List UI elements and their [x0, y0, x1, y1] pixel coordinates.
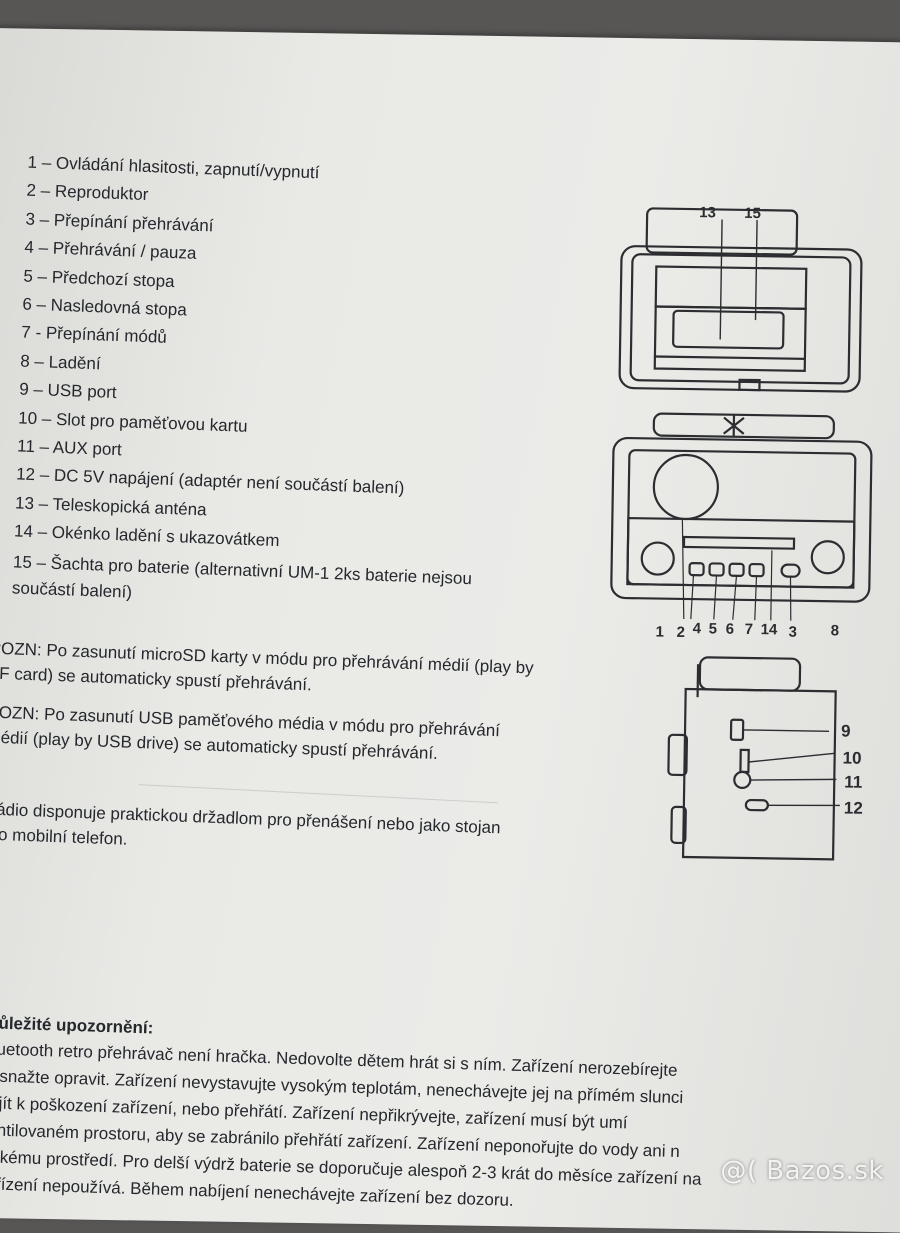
callout-label: 1: [655, 624, 664, 641]
radio-back-view: [618, 207, 863, 393]
parts-text-column: 1 – Ovládání hlasitosti, zapnutí/vypnutí…: [0, 149, 618, 869]
radio-diagrams: 13 15 1 2 4 5: [577, 187, 888, 892]
instruction-sheet: 1 – Ovládání hlasitosti, zapnutí/vypnutí…: [0, 28, 900, 1233]
callout-label: 7: [745, 621, 754, 638]
callout-label: 13: [699, 204, 716, 221]
callout-label: 9: [841, 721, 851, 740]
radio-side-view: [667, 656, 840, 861]
callout-label: 11: [844, 773, 862, 792]
callout-label: 14: [761, 621, 779, 638]
callout-label: 8: [831, 622, 840, 639]
watermark: @( Bazos.sk: [720, 1156, 884, 1186]
warning-section: Důležité upozornění: Bluetooth retro pře…: [0, 1013, 900, 1226]
callout-label: 2: [676, 624, 685, 641]
callout-label: 5: [709, 620, 718, 637]
callout-label: 4: [693, 620, 702, 637]
note-microsd: POZN: Po zasunutí microSD karty v módu p…: [0, 638, 534, 695]
callout-label: 15: [744, 205, 761, 222]
callout-label: 6: [726, 621, 735, 638]
parts-list: 1 – Ovládání hlasitosti, zapnutí/vypnutí…: [12, 149, 618, 623]
callout-label: 3: [788, 624, 797, 641]
note-usb: POZN: Po zasunutí USB paměťového média v…: [0, 702, 501, 763]
radio-front-view: [610, 412, 873, 621]
callout-label: 12: [844, 799, 863, 818]
callout-label: 10: [842, 748, 861, 767]
